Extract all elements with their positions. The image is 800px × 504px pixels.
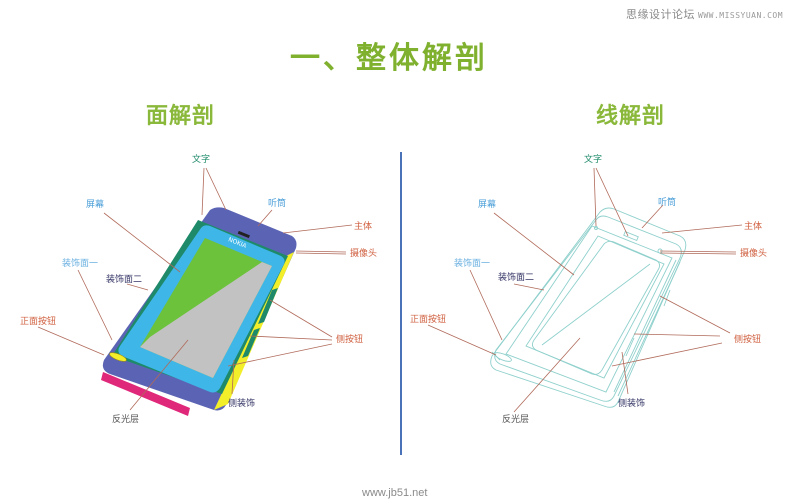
label-deco-one: 装饰面一	[62, 257, 98, 269]
label-deco-one: 装饰面一	[454, 257, 490, 269]
label-earpiece: 听筒	[268, 197, 286, 209]
panel-divider	[400, 152, 402, 455]
color-phone-illustration: NOKIA	[101, 207, 297, 416]
left-labels: 文字 屏幕 听筒 主体 摄像头 装饰面一 装饰面二 正面按钮 侧按钮 侧装饰 反…	[20, 153, 377, 425]
right-labels: 文字 屏幕 听筒 主体 摄像头 装饰面一 装饰面二 正面按钮 侧按钮 侧装饰 反…	[410, 153, 767, 425]
label-side-button: 侧按钮	[734, 333, 761, 345]
label-deco-two: 装饰面二	[498, 271, 534, 283]
right-panel-heading: 线解剖	[596, 104, 666, 129]
label-earpiece: 听筒	[658, 196, 676, 208]
label-text: 文字	[192, 153, 210, 165]
label-camera: 摄像头	[740, 247, 767, 259]
label-reflective: 反光层	[112, 413, 139, 425]
left-panel-heading: 面解剖	[146, 104, 216, 129]
label-side-deco: 侧装饰	[618, 397, 645, 409]
watermark-site-name: 思缘设计论坛	[626, 8, 695, 21]
label-body: 主体	[354, 220, 372, 232]
label-screen: 屏幕	[478, 198, 496, 210]
watermark-bottom: www.jb51.net	[362, 487, 428, 499]
left-leader-lines	[37, 167, 353, 411]
label-front-button: 正面按钮	[20, 315, 56, 327]
label-side-button: 侧按钮	[336, 333, 363, 345]
label-camera: 摄像头	[350, 247, 377, 259]
right-leader-lines	[427, 167, 743, 413]
label-body: 主体	[744, 220, 762, 232]
line-art-phone-illustration	[490, 207, 687, 408]
watermark-url: WWW.MISSYUAN.COM	[698, 11, 784, 20]
label-side-deco: 侧装饰	[228, 397, 255, 409]
page-title: 一、整体解剖	[290, 41, 488, 76]
label-front-button: 正面按钮	[410, 313, 446, 325]
label-reflective: 反光层	[502, 413, 529, 425]
label-screen: 屏幕	[86, 198, 104, 210]
label-text: 文字	[584, 153, 602, 165]
label-deco-two: 装饰面二	[106, 273, 142, 285]
